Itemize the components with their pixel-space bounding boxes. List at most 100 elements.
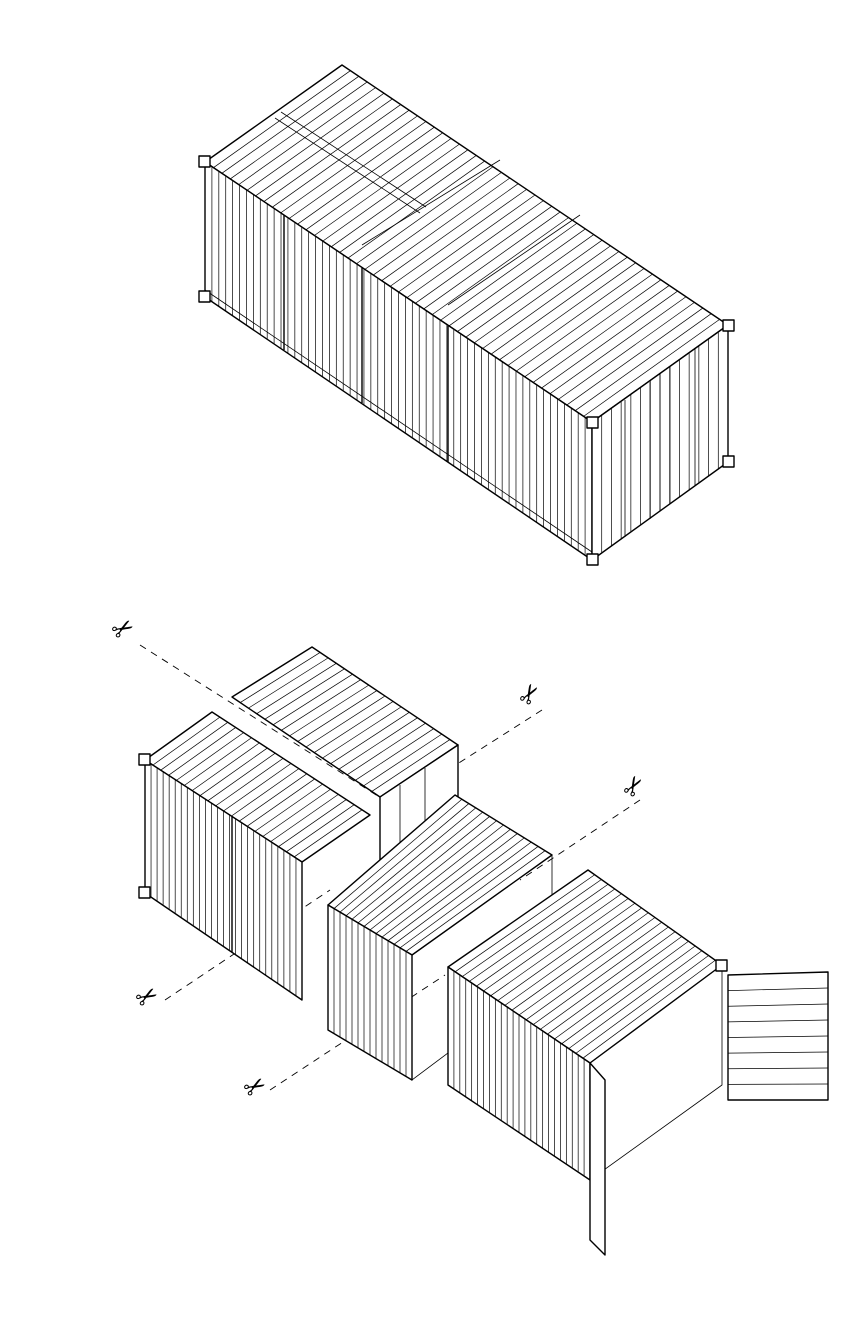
roof-corrugation <box>381 833 518 938</box>
roof-corrugation <box>363 733 442 787</box>
corner-casting <box>722 455 735 468</box>
corner-casting <box>138 886 151 899</box>
roof-corrugation <box>230 81 368 180</box>
roof-corrugation <box>393 841 532 945</box>
roof-corrugation <box>381 183 519 281</box>
roof-corrugation <box>280 115 418 214</box>
roof-corrugation <box>574 313 712 411</box>
bottom-rail <box>204 289 593 553</box>
roof-corrugation <box>281 679 361 731</box>
roof-corrugation <box>199 747 268 796</box>
roof-corrugation <box>207 752 276 802</box>
roof-corrugation <box>322 706 402 759</box>
roof-corrugation <box>387 837 525 941</box>
corner-casting <box>722 319 735 332</box>
roof-corrugation <box>406 200 544 298</box>
door-corrugation <box>727 1067 829 1070</box>
roof-corrugation <box>330 149 469 248</box>
roof-corrugation <box>221 76 359 174</box>
roof-corrugation <box>339 155 477 253</box>
door-corrugation <box>727 1035 829 1038</box>
roof-corrugation <box>330 712 410 764</box>
roof-corrugation <box>355 728 434 781</box>
roof-corrugation <box>405 850 546 952</box>
intact-container <box>198 64 735 566</box>
roof-corrugation <box>305 132 443 231</box>
roof-seam <box>447 214 581 306</box>
roof-corrugation <box>289 684 369 737</box>
roof-corrugation <box>152 716 221 766</box>
scissors-icon: ✂ <box>131 979 165 1016</box>
roof-corrugation <box>415 206 552 304</box>
roof-corrugation <box>440 222 578 321</box>
roof-corrugation <box>363 820 497 927</box>
roof-corrugation <box>583 319 720 417</box>
roof-corrugation <box>231 768 300 817</box>
roof-corrugation <box>398 194 536 293</box>
roof-corrugation <box>431 217 569 315</box>
door-corrugation <box>727 1051 829 1054</box>
roof-corrugation <box>286 804 355 853</box>
roof-corrugation <box>511 912 649 1011</box>
roof-corrugation <box>213 70 351 168</box>
roof-corrugation <box>278 799 347 847</box>
roof-corrugation <box>168 727 236 776</box>
roof-corrugation <box>262 788 331 837</box>
roof-corrugation <box>345 807 477 916</box>
roof-corrugation <box>297 126 435 225</box>
roof-corrugation <box>532 285 670 383</box>
roof-corrugation <box>575 955 709 1054</box>
roof-corrugation <box>454 874 595 973</box>
roof-corrugation <box>525 921 662 1021</box>
roof-corrugation <box>504 907 642 1006</box>
roof-corrugation <box>333 799 463 909</box>
roof-corrugation <box>288 121 427 219</box>
scissors-icon: ✂ <box>512 678 549 712</box>
roof-corrugation <box>314 701 394 753</box>
roof-corrugation <box>483 893 622 992</box>
roof-corrugation <box>549 296 687 395</box>
roof-corrugation <box>246 92 385 191</box>
door-corrugation <box>727 987 829 991</box>
roof-corrugation <box>346 722 426 776</box>
cut-line <box>139 644 393 806</box>
roof-corrugation <box>561 945 696 1045</box>
cut-container-modules: ✂ ✂ ✂ ✂ ✂ <box>107 611 829 1256</box>
roof-corrugation <box>558 302 695 400</box>
roof-corrugation <box>369 824 504 931</box>
open-door-left <box>589 1062 606 1256</box>
roof-corrugation <box>499 262 636 361</box>
roof-corrugation <box>263 104 401 202</box>
scissors-icon: ✂ <box>239 1069 273 1106</box>
roof-corrugation <box>389 189 527 287</box>
roof-corrugation <box>364 172 502 270</box>
front-module <box>447 869 829 1256</box>
roof-corrugation <box>482 251 620 349</box>
rear-module <box>231 646 459 873</box>
scissors-icon: ✂ <box>107 611 141 648</box>
roof-corrugation <box>270 794 339 842</box>
roof-corrugation <box>457 234 594 332</box>
roof-corrugation <box>338 717 418 770</box>
roof-corrugation <box>423 211 561 310</box>
roof-seam <box>274 117 421 214</box>
roof-corrugation <box>541 290 678 389</box>
roof-corrugation <box>568 950 703 1049</box>
roof-corrugation <box>272 109 410 208</box>
roof-corrugation <box>293 809 363 858</box>
roof-corrugation <box>371 739 451 792</box>
roof-corrugation <box>532 926 669 1025</box>
roof-corrugation <box>246 778 315 827</box>
scissors-icon: ✂ <box>616 770 653 804</box>
roof-corrugation <box>474 245 611 344</box>
roof-corrugation <box>490 898 629 997</box>
corner-casting <box>586 416 599 429</box>
roof-corrugation <box>399 846 539 949</box>
roof-corrugation <box>351 811 483 920</box>
roof-corrugation <box>547 936 683 1035</box>
corner-casting <box>198 290 211 303</box>
roof-corrugation <box>254 783 323 832</box>
roof-corrugation <box>322 143 460 242</box>
roof-corrugation <box>476 888 616 987</box>
roof-corrugation <box>160 722 229 771</box>
